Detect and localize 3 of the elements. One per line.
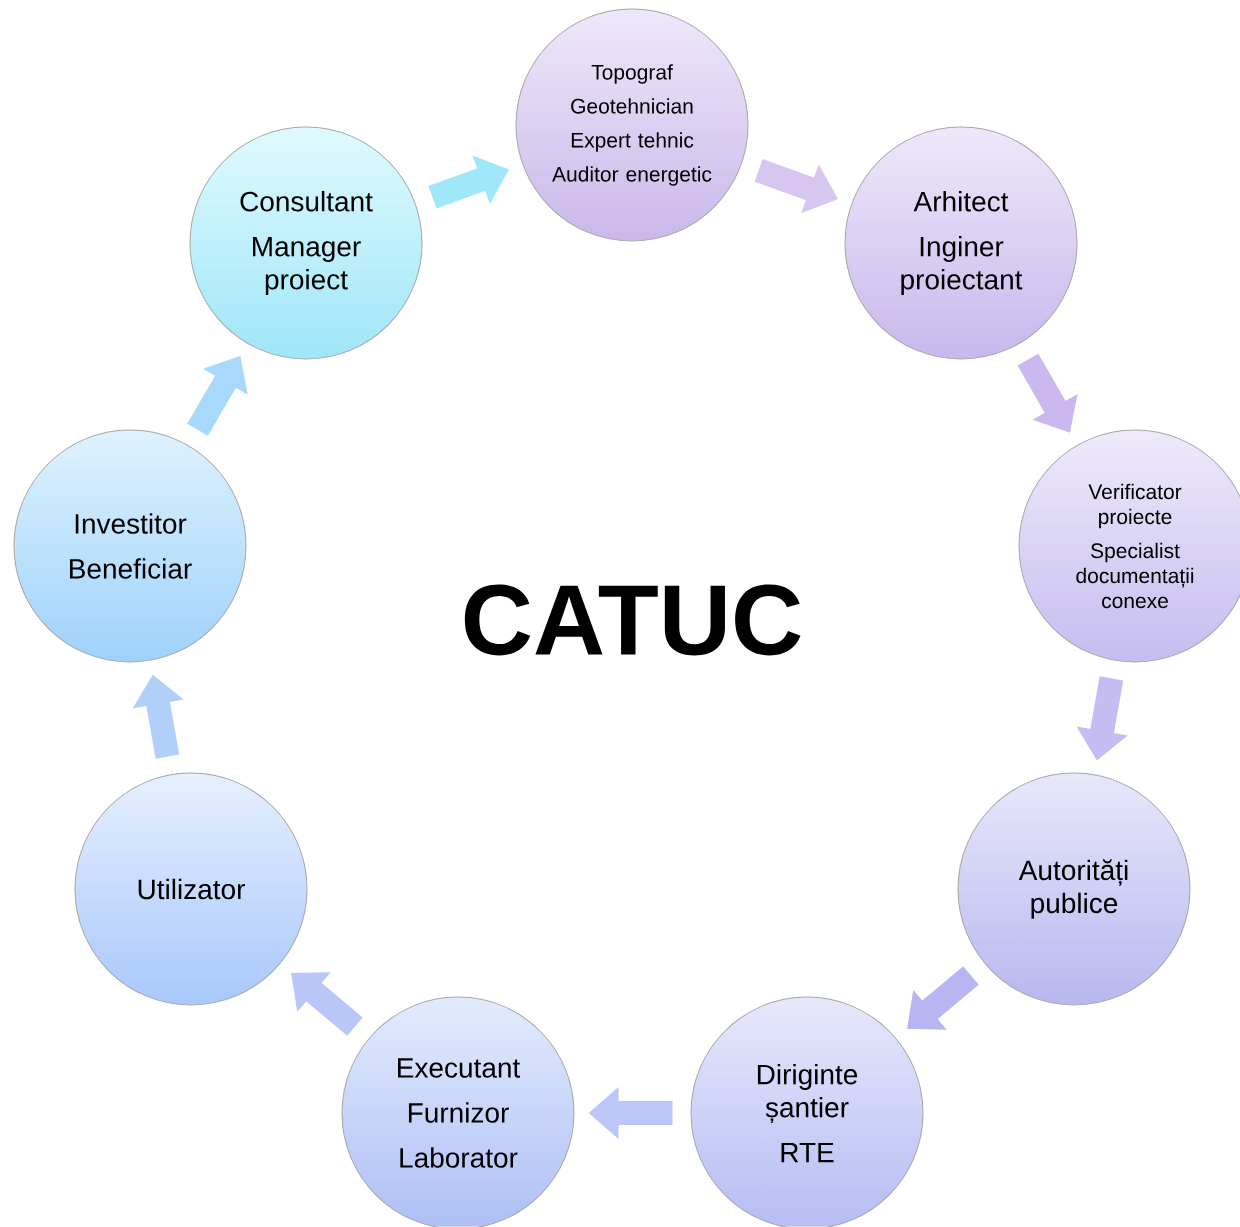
block-arrow <box>907 966 979 1030</box>
center-title: CATUC <box>464 584 801 656</box>
block-arrow <box>291 972 363 1036</box>
